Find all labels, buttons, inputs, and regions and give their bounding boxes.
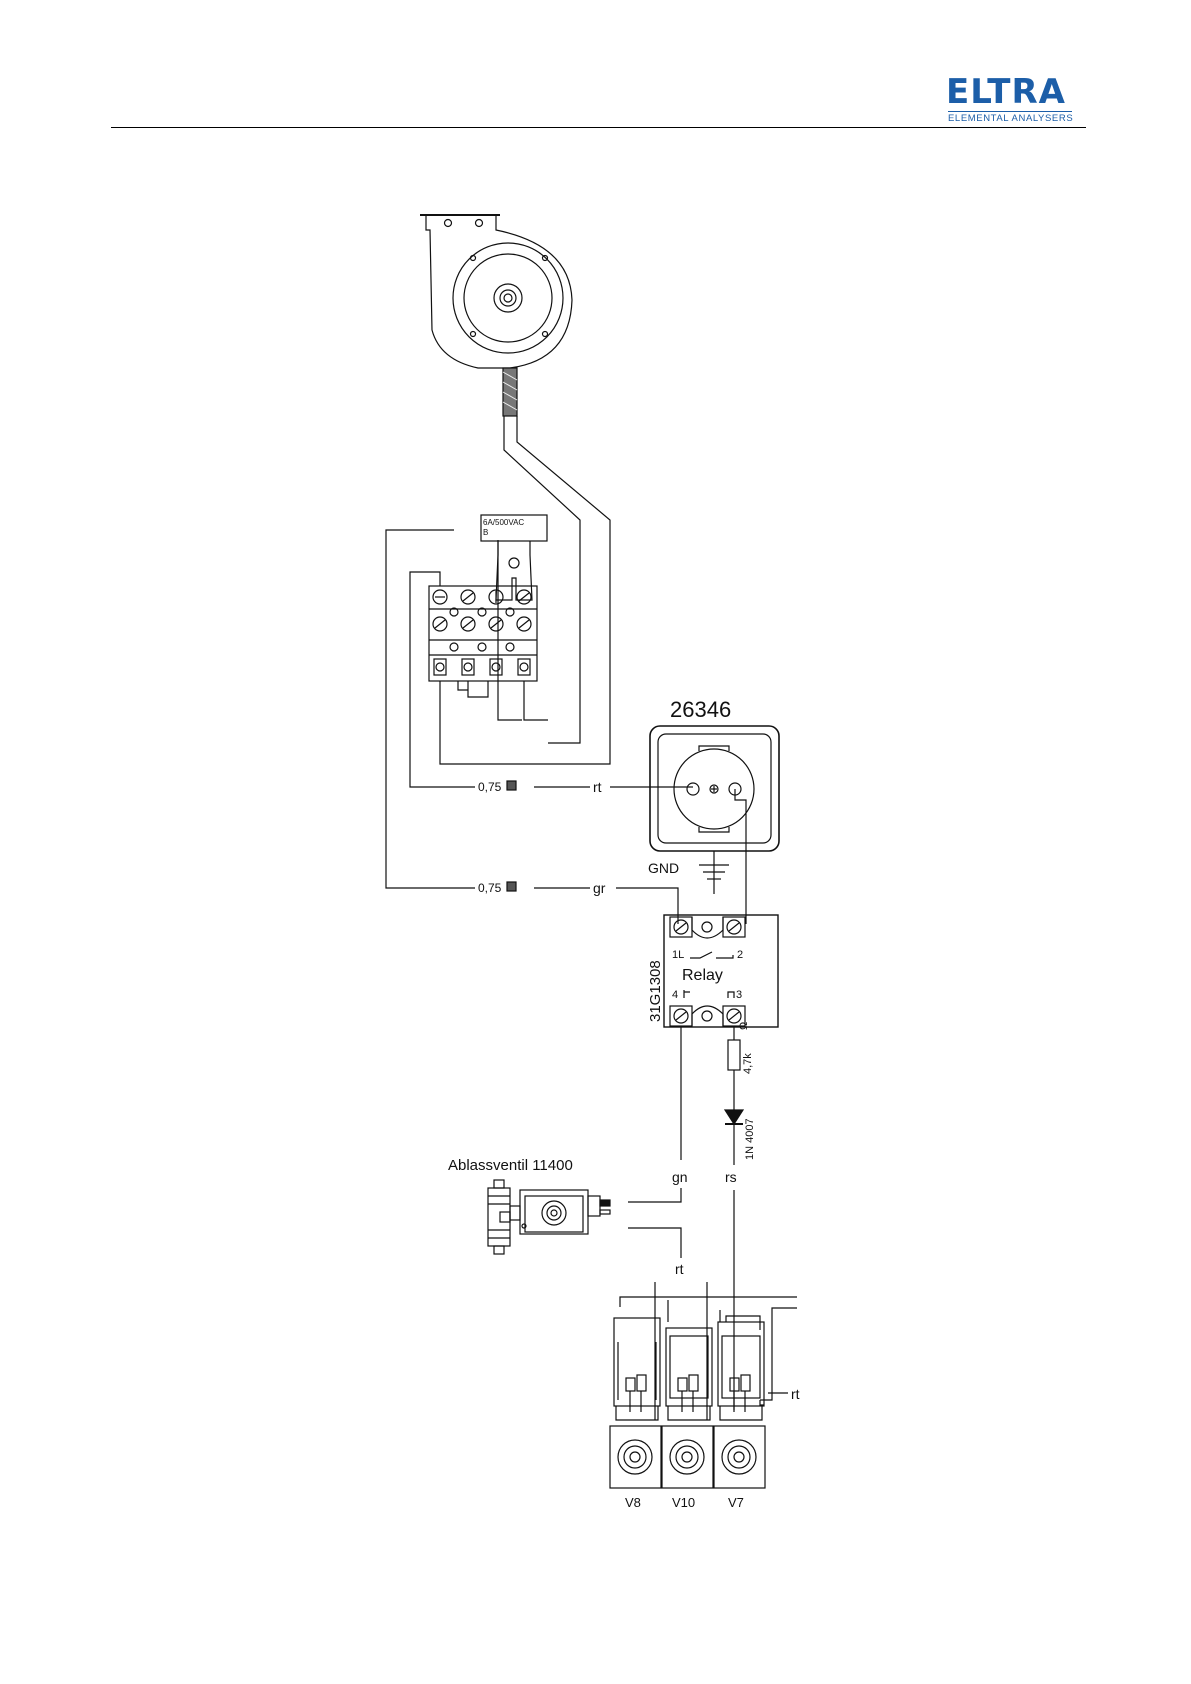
relay: 1L 2 Relay 4 3 31G1308 <box>647 915 778 1027</box>
wire-color-gr: gr <box>593 880 606 896</box>
valve-label-v7: V7 <box>728 1495 744 1510</box>
relay-label: Relay <box>682 967 723 984</box>
blower-fan <box>420 215 572 416</box>
fuse-label: 6A/500VAC <box>483 518 524 527</box>
valve-block-wiring: rt <box>620 1282 800 1420</box>
wire-marker-1 <box>507 781 516 790</box>
wire-color-rt-valve: rt <box>675 1261 684 1277</box>
resistor-value: 4,7k <box>742 1053 754 1074</box>
fan-cable <box>498 416 610 764</box>
fuse-sub-label: B <box>483 528 488 537</box>
valve-v10: V10 <box>662 1328 713 1510</box>
diode-label: 1N 4007 <box>744 1118 756 1160</box>
resistor-diode-branch: Ω 4,7k 1N 4007 rs <box>725 1022 756 1410</box>
relay-pin-1: 1L <box>672 949 684 961</box>
terminal-block <box>429 586 537 697</box>
resistor <box>728 1040 740 1070</box>
gn-wire: gn rt <box>628 1026 688 1277</box>
wire-color-rt-right: rt <box>791 1386 800 1402</box>
relay-pin-4: 4 <box>672 989 678 1001</box>
wire-color-gn: gn <box>672 1169 688 1185</box>
wire-color-rs: rs <box>725 1169 737 1185</box>
wire-cross-section-1: 0,75 <box>478 780 502 794</box>
valve-v8: V8 <box>610 1318 661 1510</box>
gnd-label: GND <box>648 860 679 876</box>
wire-color-rt: rt <box>593 779 602 795</box>
drain-valve-label: Ablassventil 11400 <box>448 1157 573 1174</box>
drain-valve: Ablassventil 11400 <box>448 1157 610 1254</box>
relay-pin-3: 3 <box>736 989 742 1001</box>
terminal-wires <box>386 530 548 888</box>
wire-cross-section-2: 0,75 <box>478 881 502 895</box>
relay-part-number: 31G1308 <box>647 960 664 1022</box>
valve-v7: V7 <box>714 1322 765 1510</box>
diode <box>725 1110 743 1124</box>
valve-label-v8: V8 <box>625 1495 641 1510</box>
relay-pin-2: 2 <box>737 949 743 961</box>
valve-label-v10: V10 <box>672 1495 695 1510</box>
wire-marker-2 <box>507 882 516 891</box>
socket-part-number: 26346 <box>670 697 731 722</box>
svg-text:Ω: Ω <box>738 1022 750 1030</box>
